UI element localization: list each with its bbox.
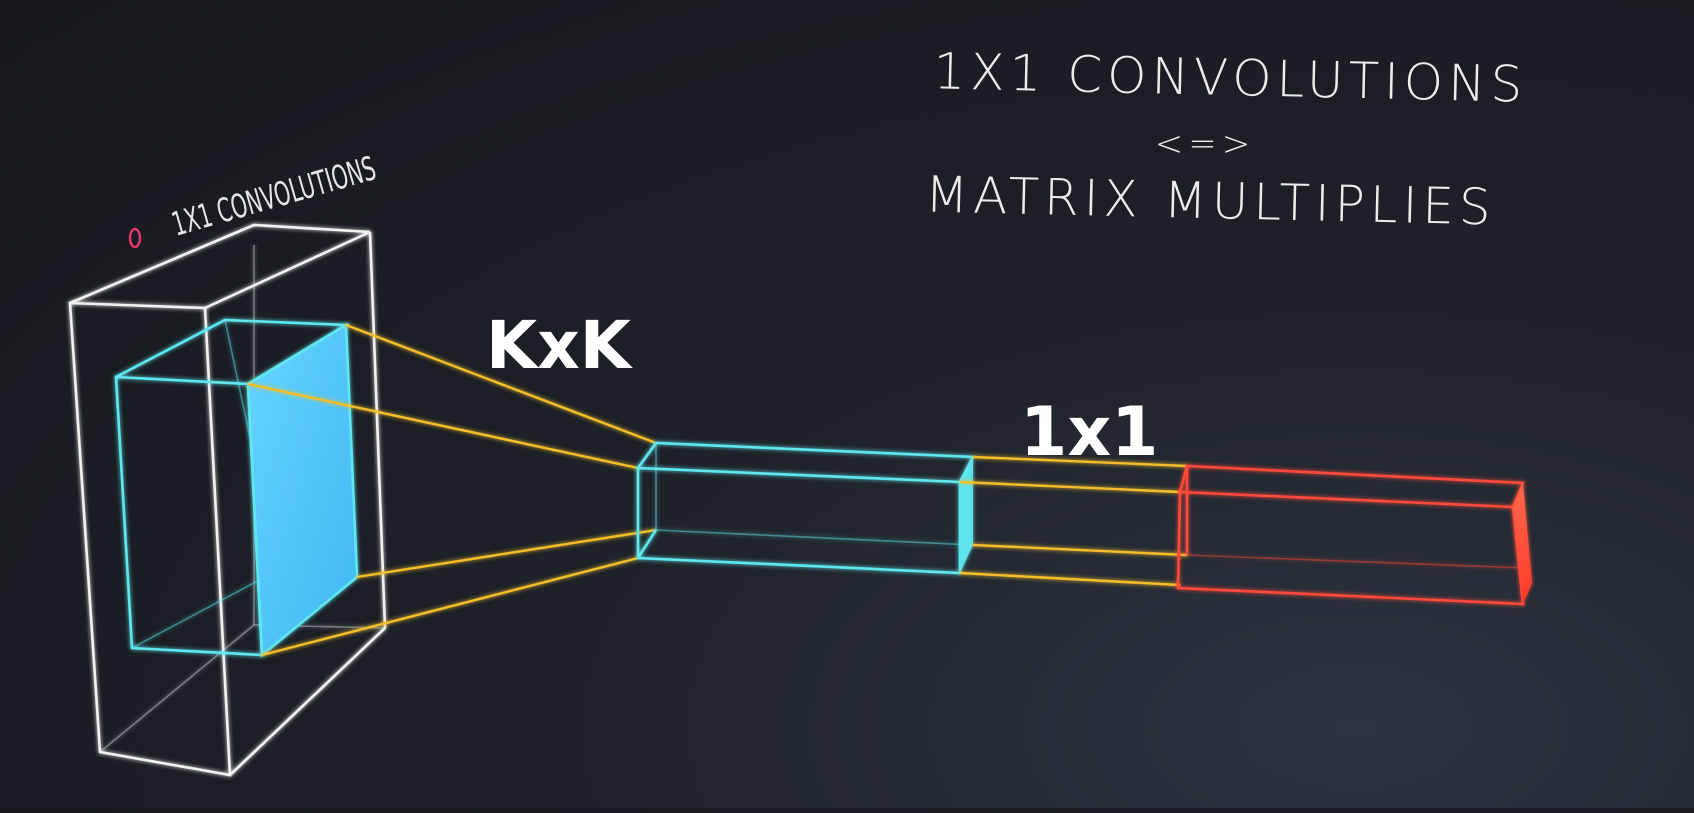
projection-line [345,323,657,445]
kernel-patch [114,318,359,658]
kernel-prism [636,441,976,575]
input-top-face [69,223,371,310]
projection-line [356,528,657,579]
prism-end-face [960,457,973,573]
prism-back-edge [655,529,974,546]
prism-edge [636,529,658,559]
connector-line [959,480,1181,494]
title-block: 1X1 CONVOLUTIONS <=> MATRIX MULTIPLIES [924,42,1527,236]
title-line-1: 1X1 CONVOLUTIONS [933,42,1528,113]
side-label-group: 1X1 CONVOLUTIONS [128,148,380,249]
connector-line [972,455,1188,468]
title-line-2: <=> [1155,124,1255,164]
prism-front-face [636,466,962,575]
input-back-edge [99,624,255,753]
output-prism [1176,464,1532,606]
one-by-one-lines [959,455,1188,587]
patch-front-face [114,375,264,657]
connector-line [972,543,1188,557]
bullet-icon [128,227,142,249]
projection-line [247,382,639,470]
connector-line [959,571,1181,587]
kxk-label: KxK [486,307,634,384]
title-line-3: MATRIX MULTIPLIES [924,166,1496,237]
output-front-face [1176,490,1525,606]
kxk-projection-lines [247,323,657,657]
one-by-one-label: 1x1 [1020,393,1159,472]
input-front-face [68,301,232,777]
projection-line [261,556,639,657]
patch-filled-face [248,325,357,655]
output-back-edge [1186,554,1524,569]
output-end-face [1513,483,1532,604]
input-side-face [229,231,387,776]
